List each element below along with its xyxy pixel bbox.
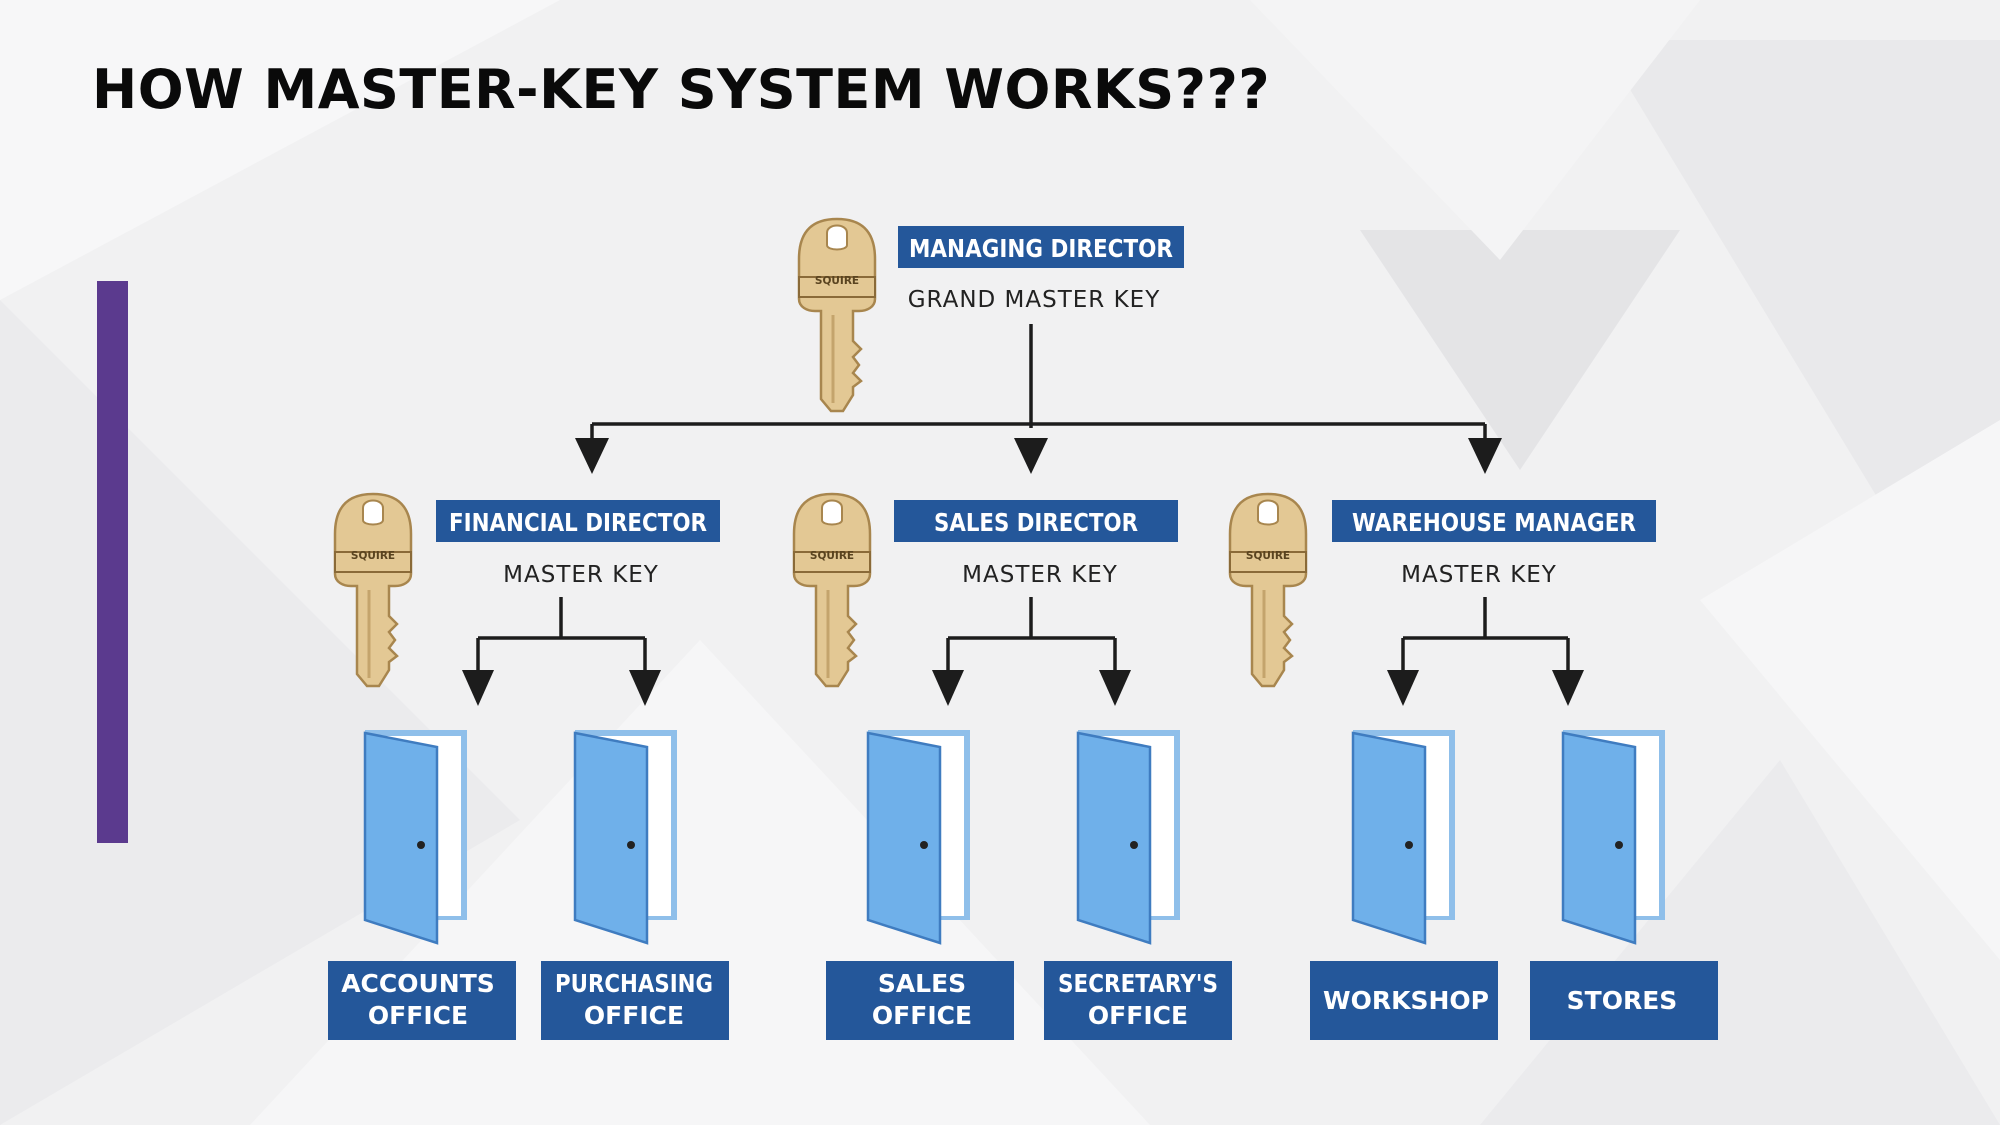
grand-master-key-icon: [797, 217, 877, 413]
arrow-down-icon: [1468, 438, 1502, 474]
master-key-label: MASTER KEY: [962, 562, 1118, 588]
door-icon: [1351, 728, 1457, 945]
door-label-line1: SECRETARY'S: [1058, 969, 1218, 998]
page-title: HOW MASTER-KEY SYSTEM WORKS???: [92, 58, 1271, 121]
arrow-down-icon: [629, 670, 661, 706]
door-label-line2: OFFICE: [1088, 1001, 1188, 1030]
warehouse-manager-node: SQUIRE WAREHOUSE MANAGER MASTER KEY: [1228, 492, 1656, 706]
door-sales-office: SALES OFFICE: [826, 728, 1014, 1040]
managing-director-node: SQUIRE MANAGING DIRECTOR GRAND MASTER KE…: [797, 217, 1184, 413]
door-label-line1: WORKSHOP: [1323, 986, 1489, 1015]
arrow-down-icon: [1552, 670, 1584, 706]
door-icon: [1561, 728, 1667, 945]
door-accounts-office: ACCOUNTS OFFICE: [328, 728, 516, 1040]
arrow-down-icon: [1099, 670, 1131, 706]
door-label-line1: SALES: [878, 969, 966, 998]
top-connectors: [575, 324, 1502, 474]
sales-director-label: SALES DIRECTOR: [934, 508, 1138, 537]
door-label-line2: OFFICE: [368, 1001, 468, 1030]
door-icon: [573, 728, 679, 945]
arrow-down-icon: [932, 670, 964, 706]
financial-director-label: FINANCIAL DIRECTOR: [449, 508, 707, 537]
door-label-line1: PURCHASING: [555, 969, 713, 998]
door-label-line1: STORES: [1567, 986, 1678, 1015]
managing-director-label: MANAGING DIRECTOR: [909, 234, 1173, 263]
key-brand-label: SQUIRE: [810, 550, 854, 562]
arrow-down-icon: [575, 438, 609, 474]
key-brand-label: SQUIRE: [1246, 550, 1290, 562]
accent-bar: [97, 281, 128, 843]
managing-director-box: [898, 226, 1184, 268]
master-key-icon: [792, 492, 872, 688]
door-secretarys-office: SECRETARY'S OFFICE: [1044, 728, 1232, 1040]
key-brand-label: SQUIRE: [351, 550, 395, 562]
financial-director-node: SQUIRE FINANCIAL DIRECTOR MASTER KEY: [333, 492, 720, 706]
door-workshop: WORKSHOP: [1310, 728, 1498, 1040]
door-stores: STORES: [1530, 728, 1718, 1040]
sales-director-node: SQUIRE SALES DIRECTOR MASTER KEY: [792, 492, 1178, 706]
door-icon: [866, 728, 972, 945]
master-key-icon: [333, 492, 413, 688]
door-label-line1: ACCOUNTS: [341, 969, 495, 998]
grand-master-key-label: GRAND MASTER KEY: [908, 287, 1161, 313]
master-key-icon: [1228, 492, 1308, 688]
door-icon: [363, 728, 469, 945]
master-key-label: MASTER KEY: [1401, 562, 1557, 588]
door-icon: [1076, 728, 1182, 945]
warehouse-manager-label: WAREHOUSE MANAGER: [1352, 508, 1636, 537]
arrow-down-icon: [1014, 438, 1048, 474]
door-purchasing-office: PURCHASING OFFICE: [541, 728, 729, 1040]
key-brand-label: SQUIRE: [815, 275, 859, 287]
arrow-down-icon: [462, 670, 494, 706]
door-label-line2: OFFICE: [872, 1001, 972, 1030]
master-key-label: MASTER KEY: [503, 562, 659, 588]
arrow-down-icon: [1387, 670, 1419, 706]
door-label-line2: OFFICE: [584, 1001, 684, 1030]
